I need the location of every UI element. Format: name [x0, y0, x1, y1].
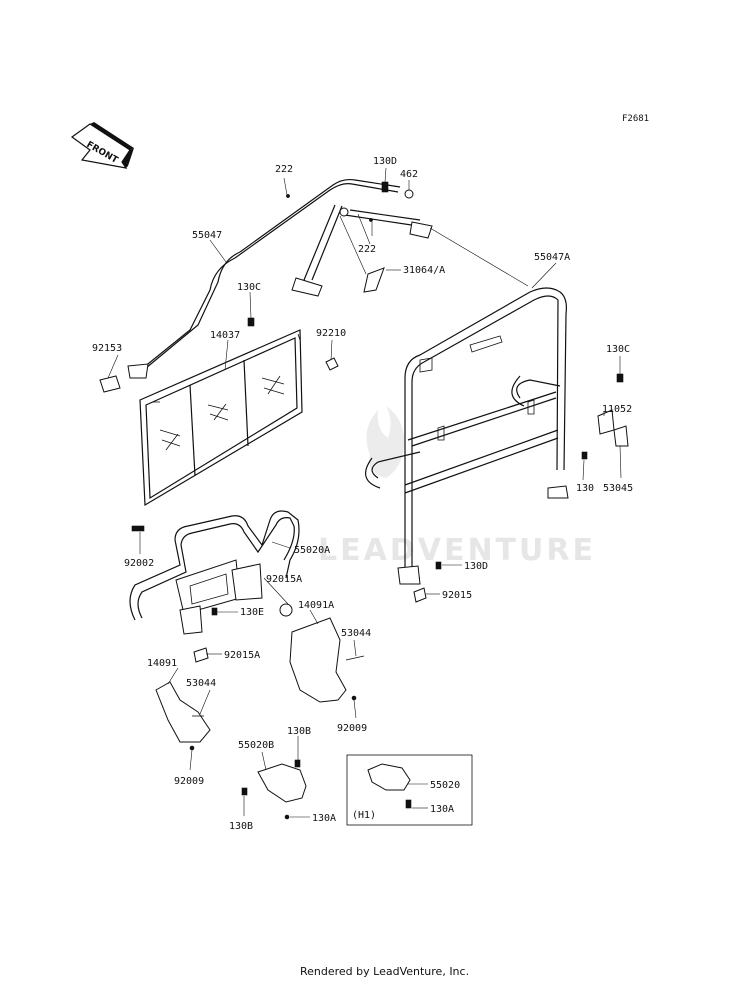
label-14037: 14037 [210, 330, 240, 341]
watermark-text: LEADVENTURE [318, 533, 596, 568]
label-130e: 130E [240, 607, 264, 618]
skid-plate-14091 [155, 681, 211, 743]
label-11052: 11052 [602, 404, 632, 415]
label-53044-left: 53044 [186, 678, 216, 689]
label-55020a: 55020A [294, 545, 330, 556]
watermark-logo: LEADVENTURE [318, 406, 596, 568]
label-92002: 92002 [124, 558, 154, 569]
hardware [99, 181, 629, 820]
label-130c-right: 130C [606, 344, 630, 355]
label-92015: 92015 [442, 590, 472, 601]
figure-id: F2681 [622, 114, 649, 124]
label-130d-top: 130D [373, 156, 397, 167]
label-53044-right: 53044 [341, 628, 371, 639]
label-92015a-lower: 92015A [224, 650, 260, 661]
front-guard [129, 510, 300, 635]
label-31064a: 31064/A [403, 265, 445, 276]
label-55020: 55020 [430, 780, 460, 791]
label-92210: 92210 [316, 328, 346, 339]
label-92015a-upper: 92015A [266, 574, 302, 585]
label-92009-right: 92009 [337, 723, 367, 734]
label-53045: 53045 [603, 483, 633, 494]
label-14091: 14091 [147, 658, 177, 669]
label-130: 130 [576, 483, 594, 494]
label-92153: 92153 [92, 343, 122, 354]
leader-lines [107, 167, 622, 818]
footer-credit: Rendered by LeadVenture, Inc. [300, 965, 469, 978]
label-130a-left: 130A [312, 813, 336, 824]
label-55020b: 55020B [238, 740, 274, 751]
label-130b-lower: 130B [229, 821, 253, 832]
inset-h1: (H1) [346, 754, 473, 826]
part-labels: 222 130D 462 55047 222 31064/A 55047A 13… [92, 156, 633, 832]
label-55047a: 55047A [534, 252, 570, 263]
label-130b-upper: 130B [287, 726, 311, 737]
skid-plate-14091a [289, 617, 347, 703]
front-roll-bar [127, 178, 433, 379]
label-222-mid: 222 [358, 244, 376, 255]
label-130d-bottom: 130D [464, 561, 488, 572]
label-462: 462 [400, 169, 418, 180]
rear-roll-bar [365, 287, 569, 585]
inset-label: (H1) [352, 810, 376, 821]
label-130c-upper: 130C [237, 282, 261, 293]
plate-55020b [257, 763, 307, 803]
label-92009-left: 92009 [174, 776, 204, 787]
label-130a-inset: 130A [430, 804, 454, 815]
net-panel [139, 329, 303, 507]
label-222-top: 222 [275, 164, 293, 175]
label-55047: 55047 [192, 230, 222, 241]
label-14091a: 14091A [298, 600, 334, 611]
front-arrow-icon: FRONT [70, 122, 134, 169]
